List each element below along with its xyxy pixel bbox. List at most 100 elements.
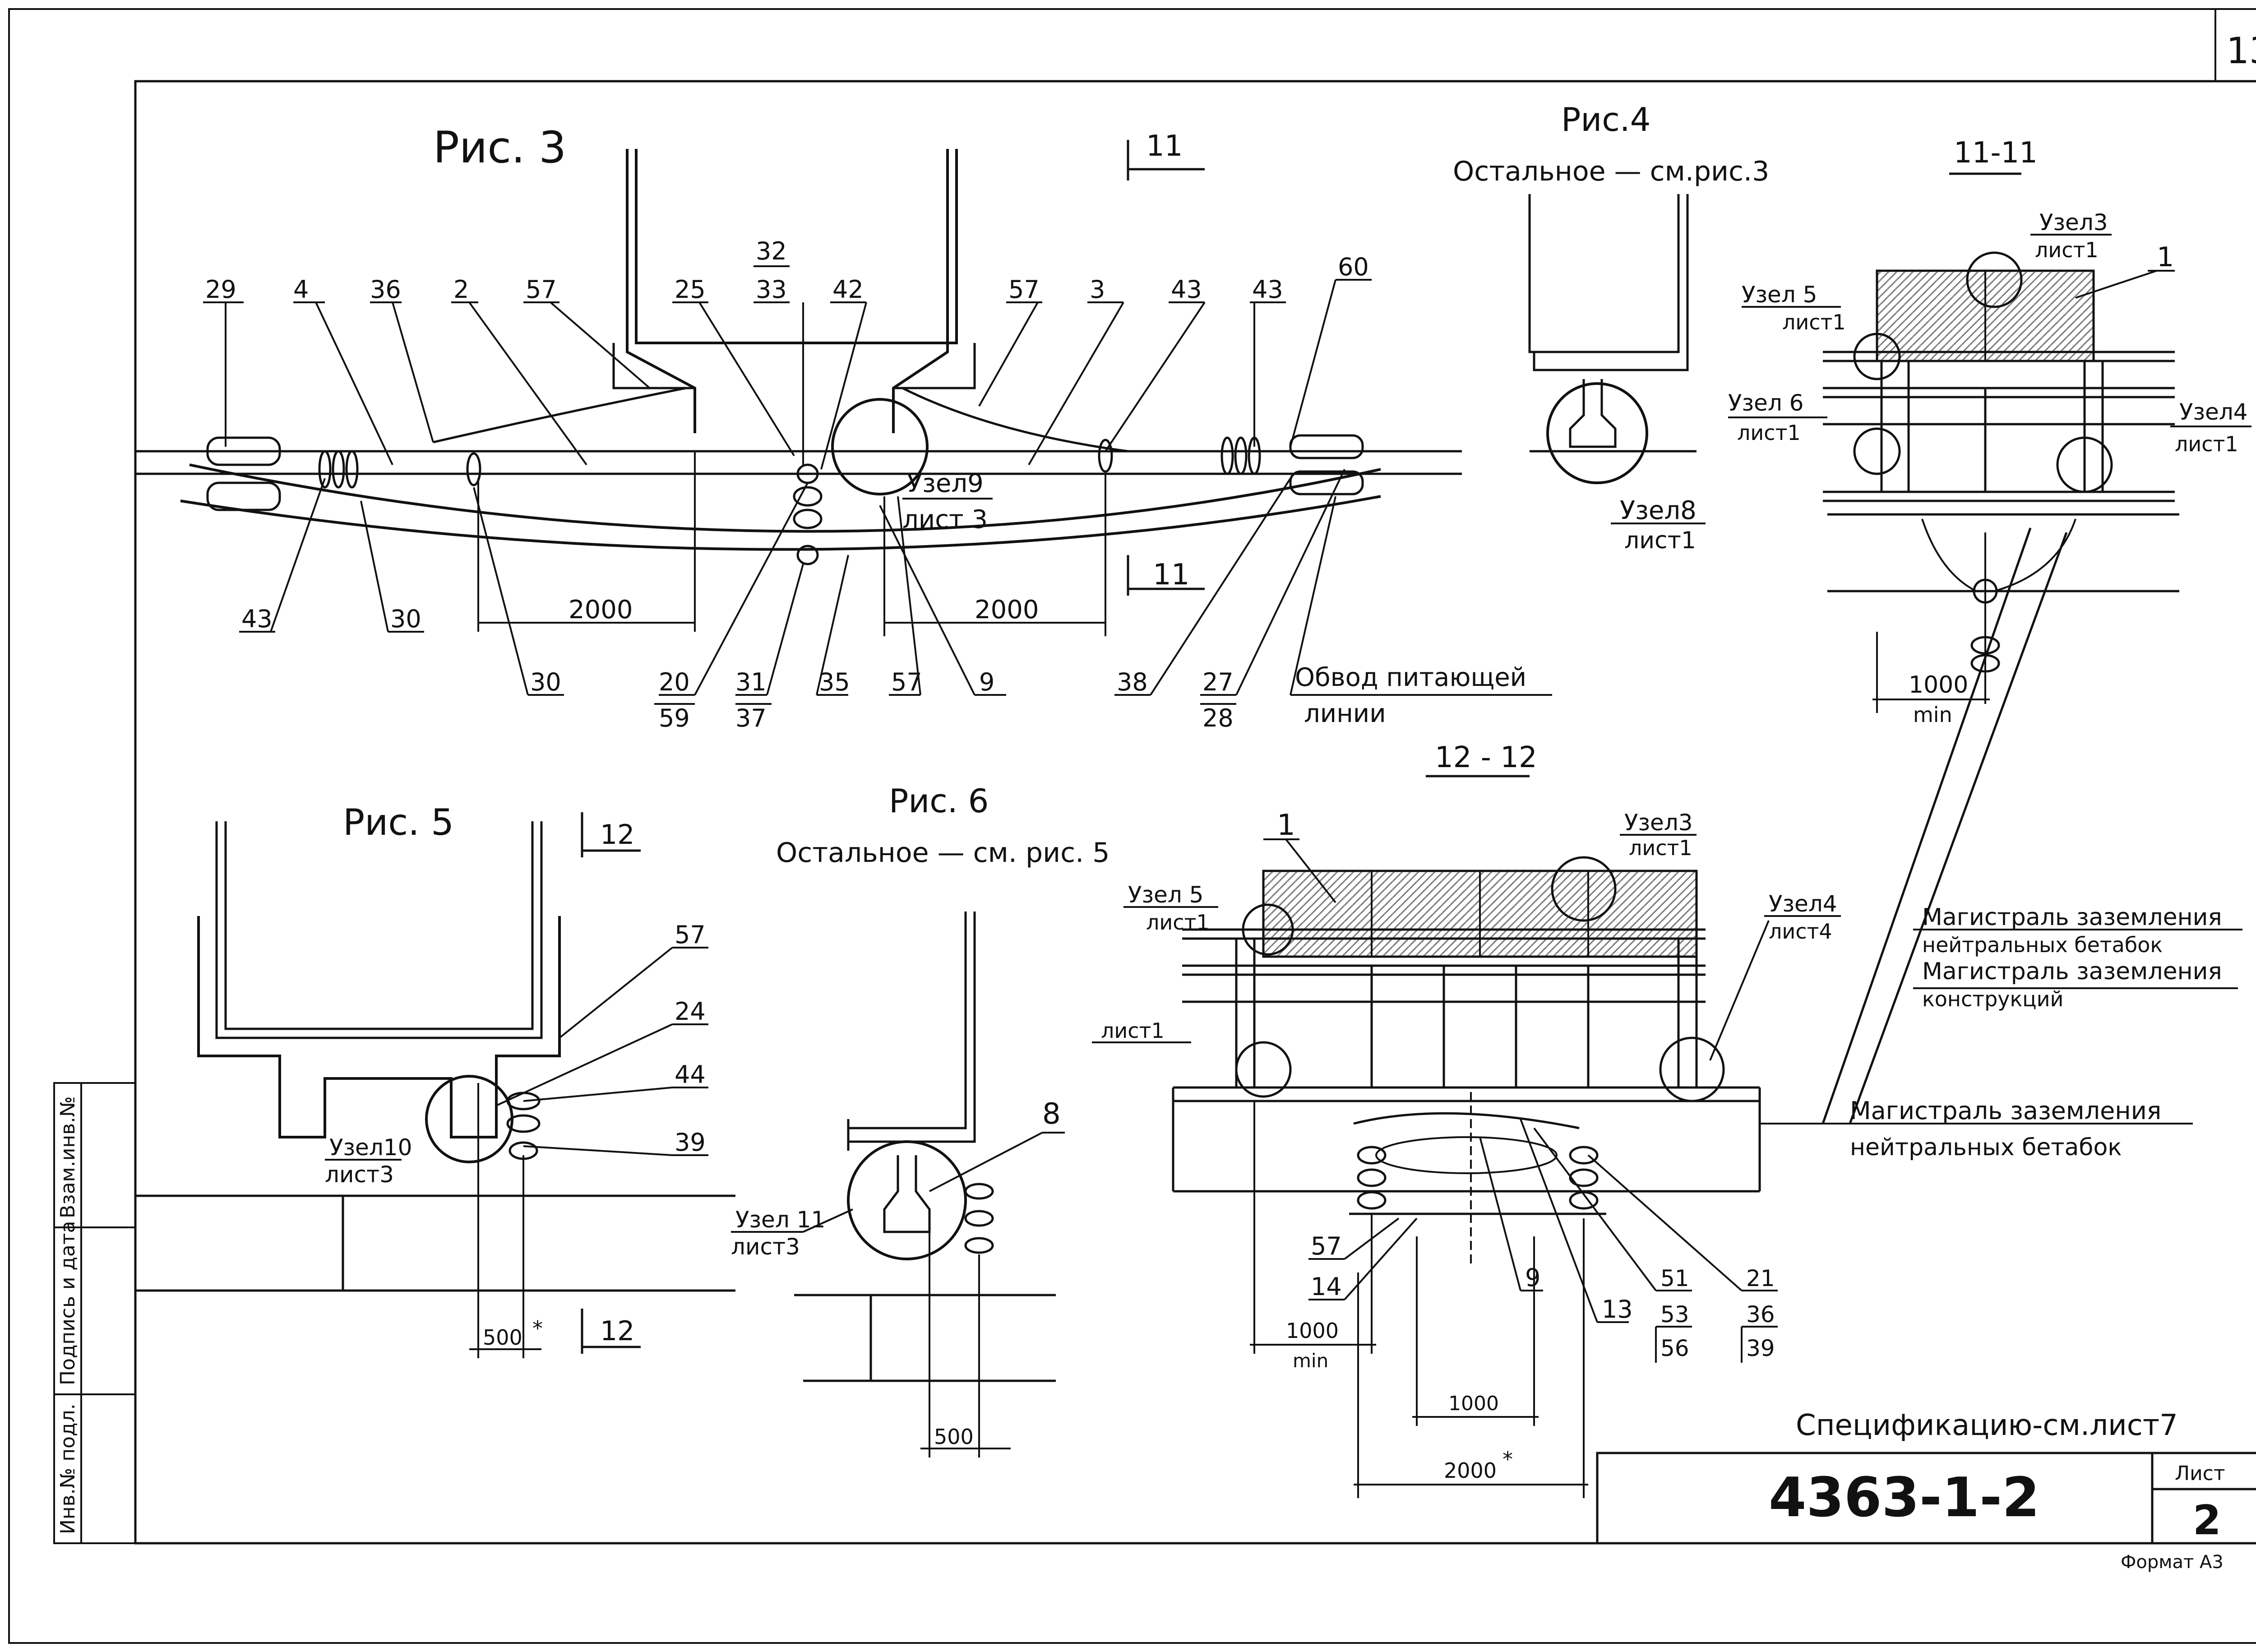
section-12-12: 12 - 12	[1092, 741, 1841, 1498]
sheet-frame: 13	[8, 8, 2256, 1644]
sheet-number: 2	[2193, 1497, 2221, 1544]
callout: 53	[1660, 1301, 1689, 1328]
callout: 42	[832, 275, 864, 304]
callout: 43	[241, 605, 273, 633]
section12-node4-label: Узел4	[1769, 891, 1837, 917]
section11-dim-note: min	[1913, 703, 1952, 727]
callout: 38	[1117, 668, 1148, 696]
callout: 43	[1252, 275, 1283, 304]
callout: 29	[205, 275, 236, 304]
fig4-title: Рис.4	[1561, 101, 1651, 139]
fig3-title: Рис. 3	[433, 122, 566, 173]
callout: 9	[979, 668, 994, 696]
section12-title: 12 - 12	[1435, 741, 1537, 774]
section12-dim-min: min	[1293, 1350, 1328, 1372]
node9-circle	[831, 398, 929, 495]
section11-node3-sheet: лист1	[2035, 238, 2099, 262]
grounding-line1b: нейтральных бетабок	[1922, 933, 2163, 957]
node10-label: Узел10	[329, 1134, 412, 1161]
fig5-callouts: 57 24 44 39	[675, 921, 706, 1157]
callout: 57	[675, 921, 706, 949]
callout: 57	[526, 275, 557, 304]
callout: 13	[1602, 1295, 1633, 1323]
bypass-note-2: линии	[1304, 699, 1386, 728]
grounding-notes: Магистраль заземления нейтральных бетабо…	[1760, 528, 2242, 1161]
section12-node5-sheet: лист1	[1146, 910, 1210, 935]
section12-callouts: 57 14 9 13 51 53 56 21 36 39	[1311, 1232, 1775, 1361]
section11-node6-sheet: лист1	[1737, 421, 1801, 445]
grounding-line2b: конструкций	[1922, 987, 2063, 1011]
callout: 44	[675, 1060, 706, 1089]
callout: 30	[390, 605, 421, 633]
section11-node6-label: Узел 6	[1728, 390, 1803, 416]
callout: 56	[1660, 1335, 1689, 1361]
callout: 3	[1090, 275, 1105, 304]
callout: 14	[1311, 1273, 1342, 1301]
node8-sheet: лист1	[1624, 527, 1696, 554]
callout: 30	[530, 668, 561, 696]
fig5-section-mark-top: 12	[600, 819, 634, 851]
callout: 39	[1746, 1335, 1775, 1361]
callout: 36	[1746, 1301, 1775, 1328]
node8-label: Узел8	[1620, 496, 1697, 525]
callout: 59	[659, 704, 690, 732]
grounding-line2a: Магистраль заземления	[1922, 958, 2222, 985]
stamp-signature-date: Подпись и дата	[56, 1221, 79, 1385]
page-number: 13	[2226, 30, 2256, 72]
node9-label: Узел9	[907, 469, 984, 498]
figure-4: Рис.4 Остальное — см.рис.3 Узел8 лист1	[1453, 101, 1769, 554]
grounding-line1a: Магистраль заземления	[1922, 904, 2222, 931]
fig5-dim: 500	[483, 1325, 522, 1350]
grounding-line3b: нейтральных бетабок	[1850, 1134, 2122, 1161]
title-block: 4363-1-2 Лист 2 Формат А3	[1596, 1452, 2256, 1573]
section12-dim-1000: 1000	[1286, 1319, 1339, 1343]
fig4-subtitle: Остальное — см.рис.3	[1453, 156, 1769, 187]
section12-dim-center: 1000	[1448, 1392, 1499, 1415]
fig6-subtitle: Остальное — см. рис. 5	[776, 837, 1110, 869]
fig5-dim-mark: *	[532, 1316, 543, 1341]
section12-node3-label: Узел3	[1624, 810, 1693, 836]
callout: 20	[659, 668, 690, 696]
sheet-label: Лист	[2175, 1462, 2225, 1485]
callout: 36	[370, 275, 401, 304]
node8-circle	[1546, 382, 1648, 484]
callout: 35	[819, 668, 850, 696]
format-label: Формат А3	[2121, 1552, 2224, 1573]
section11-dim: 1000	[1909, 671, 1968, 699]
stamp-replace-inv: Взам.инв.№	[56, 1096, 79, 1218]
callout: 9	[1525, 1263, 1540, 1292]
callout: 21	[1746, 1265, 1775, 1291]
fig5-section-mark-bottom: 12	[600, 1315, 634, 1347]
section12-node4-sheet: лист4	[1769, 919, 1832, 944]
fig3-section-mark-bottom: 11	[1153, 558, 1189, 592]
fig6-dim: 500	[934, 1425, 974, 1449]
callout: 57	[1008, 275, 1040, 304]
fig5-title: Рис. 5	[343, 801, 454, 843]
node9-sheet: лист 3	[902, 505, 988, 534]
callout: 39	[675, 1128, 706, 1157]
section11-node5-sheet: лист1	[1782, 310, 1846, 334]
section12-node3-sheet: лист1	[1629, 836, 1692, 860]
section12-left-sheet: лист1	[1101, 1018, 1165, 1043]
figure-3: Рис. 3 11 11	[135, 122, 1552, 732]
callout: 33	[756, 275, 787, 304]
callout: 51	[1660, 1265, 1689, 1291]
node11-sheet: лист3	[731, 1234, 800, 1260]
fig3-dim-right: 2000	[975, 595, 1039, 625]
callout: 57	[891, 668, 922, 696]
callout: 37	[735, 704, 767, 732]
stamp-inv-original: Инв.№ подл.	[56, 1403, 79, 1534]
callout: 28	[1202, 704, 1234, 732]
callout: 43	[1171, 275, 1202, 304]
node10-sheet: лист3	[325, 1161, 394, 1188]
spec-note: Спецификацию-см.лист7	[1796, 1409, 2178, 1442]
section11-node4-sheet: лист1	[2175, 432, 2238, 456]
fig6-title: Рис. 6	[889, 782, 989, 820]
section11-node4-label: Узел4	[2179, 399, 2248, 425]
callout: 2	[453, 275, 469, 304]
section11-node5-label: Узел 5	[1742, 282, 1817, 308]
fig6-callout: 8	[1042, 1097, 1061, 1131]
grounding-line3a: Магистраль заземления	[1850, 1097, 2161, 1125]
fig3-dim-left: 2000	[569, 595, 633, 625]
